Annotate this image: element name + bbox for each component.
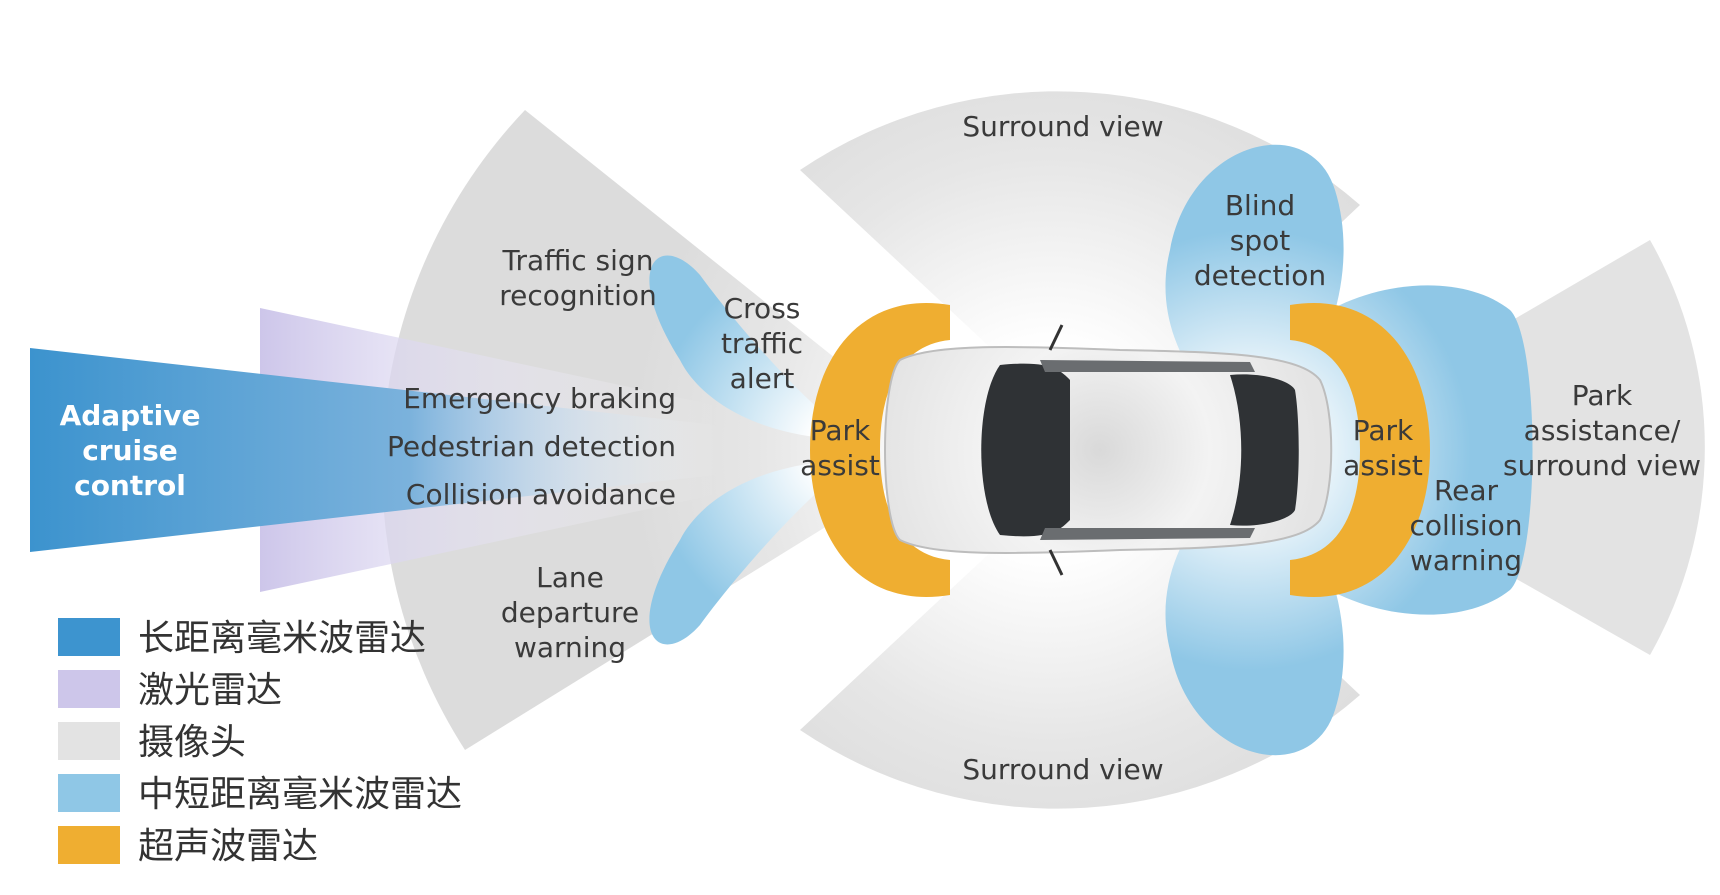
svg-text:Park: Park: [810, 414, 871, 447]
legend-swatch-lidar: [58, 670, 120, 708]
long-range-radar-zone: [30, 348, 760, 552]
traffic-sign-label: Traffic sign recognition: [499, 244, 657, 312]
svg-text:alert: alert: [730, 362, 795, 395]
car-top-view: [884, 324, 1333, 576]
svg-text:assist: assist: [800, 449, 880, 482]
svg-text:control: control: [74, 469, 186, 502]
rear-ultrasonic-zone: [1290, 302, 1430, 598]
rear-collision-label: Rear collision warning: [1409, 474, 1522, 577]
svg-text:Park: Park: [1353, 414, 1414, 447]
svg-text:Traffic sign: Traffic sign: [502, 244, 654, 277]
front-radar-lobe-lower: [649, 460, 860, 645]
legend-label-mid-short-radar: 中短距离毫米波雷达: [138, 774, 462, 815]
park-assist-front-label: Park assist: [800, 414, 880, 482]
svg-text:detection: detection: [1194, 259, 1326, 292]
legend-swatch-ultrasonic: [58, 826, 120, 864]
cross-traffic-radar-lobe: [649, 255, 860, 440]
legend-label-ultrasonic: 超声波雷达: [138, 826, 318, 867]
emergency-braking-label: Emergency braking: [403, 382, 676, 415]
legend-label-camera: 摄像头: [138, 722, 246, 763]
svg-text:Lane: Lane: [536, 561, 604, 594]
svg-text:recognition: recognition: [499, 279, 657, 312]
cross-traffic-label: Cross traffic alert: [721, 292, 803, 395]
front-ultrasonic-zone: [810, 302, 950, 598]
svg-text:warning: warning: [514, 631, 626, 664]
svg-text:cruise: cruise: [82, 434, 178, 467]
car-windshield: [981, 363, 1070, 537]
pedestrian-detection-label: Pedestrian detection: [387, 430, 676, 463]
adaptive-cruise-label: Adaptive cruise control: [60, 399, 201, 502]
park-assistance-surround-label: Park assistance/ surround view: [1503, 379, 1701, 482]
svg-text:assistance/: assistance/: [1524, 414, 1681, 447]
svg-text:departure: departure: [501, 596, 639, 629]
surround-view-bottom-label: Surround view: [962, 753, 1163, 786]
svg-text:collision: collision: [1409, 509, 1522, 542]
blind-spot-label: Blind spot detection: [1194, 189, 1326, 292]
legend-label-long-range-radar: 长距离毫米波雷达: [138, 618, 426, 659]
legend-label-lidar: 激光雷达: [138, 670, 282, 711]
legend-swatch-camera: [58, 722, 120, 760]
park-assist-rear-label: Park assist: [1343, 414, 1423, 482]
collision-avoidance-label: Collision avoidance: [406, 478, 676, 511]
svg-text:warning: warning: [1410, 544, 1522, 577]
svg-text:Blind: Blind: [1225, 189, 1295, 222]
car-rear-window: [1230, 374, 1299, 526]
svg-text:assist: assist: [1343, 449, 1423, 482]
svg-text:Park: Park: [1572, 379, 1633, 412]
svg-text:traffic: traffic: [721, 327, 803, 360]
legend: 长距离毫米波雷达 激光雷达 摄像头 中短距离毫米波雷达 超声波雷达: [58, 618, 462, 867]
surround-view-top-label: Surround view: [962, 110, 1163, 143]
legend-swatch-long-range-radar: [58, 618, 120, 656]
svg-text:Adaptive: Adaptive: [60, 399, 201, 432]
svg-text:Cross: Cross: [724, 292, 801, 325]
legend-swatch-mid-short-radar: [58, 774, 120, 812]
svg-text:Rear: Rear: [1434, 474, 1499, 507]
svg-text:spot: spot: [1230, 224, 1290, 257]
lane-departure-label: Lane departure warning: [501, 561, 639, 664]
svg-text:surround view: surround view: [1503, 449, 1701, 482]
